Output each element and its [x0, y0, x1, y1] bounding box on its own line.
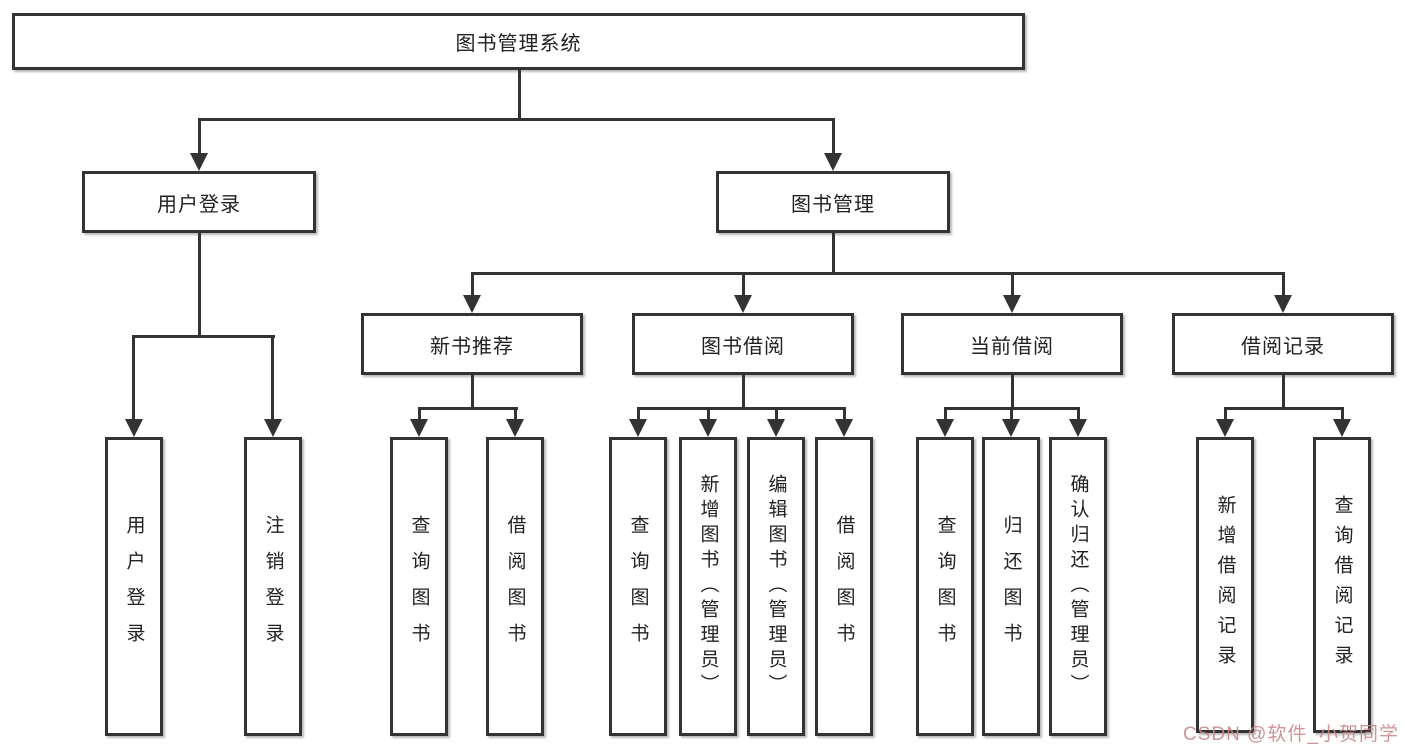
arrowhead-down-icon — [1274, 295, 1292, 313]
connector-line — [417, 407, 518, 410]
connector-line — [741, 275, 745, 297]
connector-line — [513, 410, 517, 420]
node-user-login-label: 用户登录 — [157, 193, 241, 216]
arrowhead-down-icon — [1069, 419, 1087, 437]
leaf-return-book-label: 归还图书 — [1000, 514, 1022, 659]
node-new-book-recommend: 新书推荐 — [361, 313, 583, 375]
connector-line — [470, 375, 474, 407]
arrowhead-down-icon — [1003, 295, 1021, 313]
arrowhead-down-icon — [1333, 419, 1351, 437]
arrowhead-down-icon — [936, 419, 954, 437]
leaf-logout: 注销登录 — [244, 437, 302, 736]
leaf-confirm-return-admin: 确认归还（管理员） — [1049, 437, 1107, 736]
leaf-logout-label: 注销登录 — [262, 514, 284, 659]
leaf-confirm-return-admin-label: 确认归还（管理员） — [1067, 474, 1089, 699]
leaf-query-borrow-record: 查询借阅记录 — [1313, 437, 1371, 733]
arrowhead-down-icon — [506, 419, 524, 437]
arrowhead-down-icon — [264, 419, 282, 437]
connector-line — [197, 118, 201, 156]
connector-line — [417, 410, 421, 420]
diagram-watermark: CSDN @软件_小贺同学 — [1183, 724, 1399, 745]
leaf-edit-book-admin-label: 编辑图书（管理员） — [765, 474, 787, 699]
connector-line — [831, 233, 835, 272]
node-new-book-recommend-label: 新书推荐 — [430, 335, 514, 358]
leaf-query-borrow-record-label: 查询借阅记录 — [1331, 495, 1353, 675]
connector-line — [131, 338, 135, 420]
leaf-return-book: 归还图书 — [982, 437, 1040, 736]
arrowhead-down-icon — [767, 419, 785, 437]
connector-line — [270, 338, 274, 420]
node-book-mgmt-label: 图书管理 — [791, 193, 875, 216]
connector-line — [1223, 410, 1227, 420]
leaf-edit-book-admin: 编辑图书（管理员） — [747, 437, 805, 736]
leaf-recommend-query-book: 查询图书 — [390, 437, 448, 736]
node-current-borrow: 当前借阅 — [901, 313, 1123, 375]
arrowhead-down-icon — [835, 419, 853, 437]
connector-line — [636, 407, 846, 410]
leaf-add-borrow-record: 新增借阅记录 — [1196, 437, 1254, 733]
node-root: 图书管理系统 — [12, 13, 1025, 70]
node-root-label: 图书管理系统 — [455, 33, 582, 55]
arrowhead-down-icon — [734, 295, 752, 313]
connector-line — [197, 233, 201, 335]
leaf-user-login-label: 用户登录 — [123, 514, 145, 659]
arrowhead-down-icon — [190, 153, 208, 171]
leaf-recommend-query-book-label: 查询图书 — [408, 514, 430, 659]
connector-line — [831, 118, 835, 156]
leaf-add-borrow-record-label: 新增借阅记录 — [1214, 495, 1236, 675]
connector-line — [517, 70, 521, 118]
leaf-current-query-book-label: 查询图书 — [934, 514, 956, 659]
leaf-borrow-book-label: 借阅图书 — [833, 514, 855, 659]
arrowhead-down-icon — [463, 295, 481, 313]
connector-line — [470, 275, 474, 297]
connector-line — [741, 375, 745, 407]
leaf-borrow-query-book-label: 查询图书 — [627, 514, 649, 659]
connector-line — [842, 410, 846, 420]
connector-line — [943, 407, 1080, 410]
leaf-add-book-admin: 新增图书（管理员） — [679, 437, 737, 736]
connector-line — [1281, 275, 1285, 297]
connector-line — [197, 118, 835, 121]
arrowhead-down-icon — [629, 419, 647, 437]
node-borrow-record: 借阅记录 — [1172, 313, 1394, 375]
connector-line — [131, 335, 275, 338]
arrowhead-down-icon — [410, 419, 428, 437]
node-current-borrow-label: 当前借阅 — [970, 335, 1054, 358]
connector-line — [470, 272, 1285, 275]
connector-line — [1281, 375, 1285, 407]
arrowhead-down-icon — [1216, 419, 1234, 437]
connector-line — [1223, 407, 1344, 410]
node-book-borrow-label: 图书借阅 — [701, 335, 785, 358]
leaf-recommend-borrow-book: 借阅图书 — [486, 437, 544, 736]
leaf-add-book-admin-label: 新增图书（管理员） — [697, 474, 719, 699]
connector-line — [1340, 410, 1344, 420]
node-book-mgmt: 图书管理 — [716, 171, 950, 233]
leaf-borrow-query-book: 查询图书 — [609, 437, 667, 736]
arrowhead-down-icon — [824, 153, 842, 171]
leaf-borrow-book: 借阅图书 — [815, 437, 873, 736]
arrowhead-down-icon — [125, 419, 143, 437]
arrowhead-down-icon — [1002, 419, 1020, 437]
node-borrow-record-label: 借阅记录 — [1241, 335, 1325, 358]
connector-line — [1010, 375, 1014, 407]
leaf-user-login: 用户登录 — [105, 437, 163, 736]
leaf-current-query-book: 查询图书 — [916, 437, 974, 736]
arrowhead-down-icon — [699, 419, 717, 437]
leaf-recommend-borrow-book-label: 借阅图书 — [504, 514, 526, 659]
connector-line — [706, 410, 710, 420]
connector-line — [943, 410, 947, 420]
connector-line — [774, 410, 778, 420]
connector-line — [636, 410, 640, 420]
node-user-login: 用户登录 — [82, 171, 316, 233]
connector-line — [1010, 275, 1014, 297]
connector-line — [1009, 410, 1013, 420]
connector-line — [1076, 410, 1080, 420]
node-book-borrow: 图书借阅 — [632, 313, 854, 375]
